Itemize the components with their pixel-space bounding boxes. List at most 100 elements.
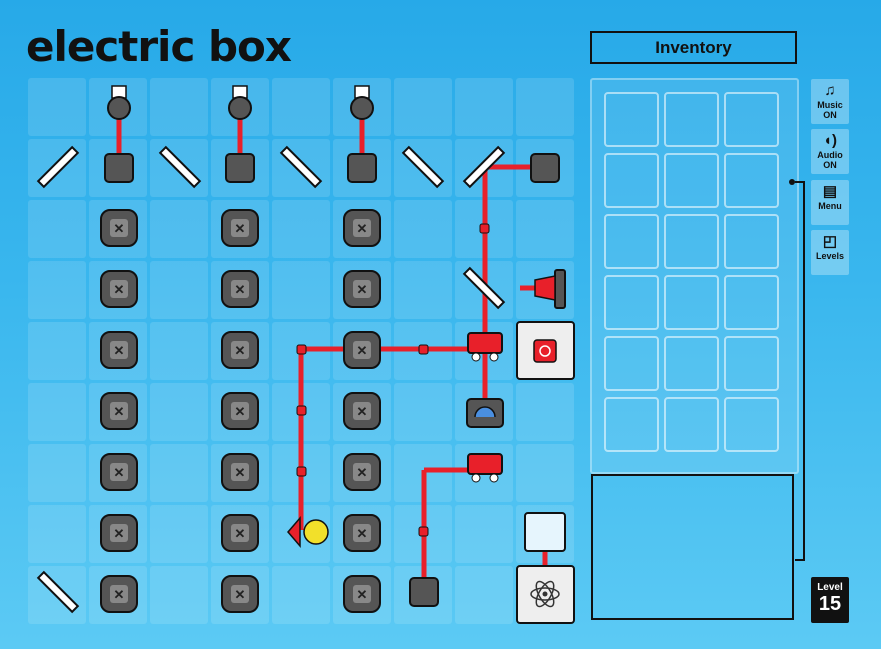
board-cell[interactable] [150, 200, 208, 258]
x-mark-icon: ✕ [114, 221, 125, 236]
board-cell[interactable] [272, 566, 330, 624]
blocker-tile: ✕ [343, 331, 381, 369]
board-cell[interactable] [28, 322, 86, 380]
receiver-blocks [104, 153, 560, 607]
board-cell[interactable] [455, 78, 513, 136]
board-cell[interactable] [394, 78, 452, 136]
blocker-tile: ✕ [221, 331, 259, 369]
inventory-slot[interactable] [664, 336, 719, 391]
receiver-block [347, 153, 377, 183]
board-cell[interactable] [28, 383, 86, 441]
blocker-tile: ✕ [343, 270, 381, 308]
board-cell[interactable] [150, 322, 208, 380]
inventory-slot[interactable] [724, 92, 779, 147]
inventory-slot[interactable] [604, 92, 659, 147]
mirror [462, 145, 506, 189]
mover-block [467, 453, 503, 483]
board-cell[interactable] [516, 444, 574, 502]
x-mark-icon: ✕ [235, 526, 246, 541]
board-cell[interactable] [455, 505, 513, 563]
board-cell[interactable] [272, 261, 330, 319]
game-logo: electric box [26, 22, 292, 71]
blocker-tile: ✕ [100, 209, 138, 247]
x-mark-icon: ✕ [235, 465, 246, 480]
music-note-icon: ♫ [824, 82, 836, 99]
music-toggle-button[interactable]: ♫ Music ON [811, 79, 849, 124]
laser-emitter [534, 269, 566, 309]
spring-emitters [107, 85, 374, 120]
wire-joint [296, 344, 307, 355]
inventory-slot[interactable] [724, 336, 779, 391]
inventory-slot[interactable] [604, 336, 659, 391]
level-badge: Level 15 [811, 577, 849, 623]
mirror [36, 145, 80, 189]
receiver-block [409, 577, 439, 607]
x-mark-icon: ✕ [114, 404, 125, 419]
board-cell[interactable] [150, 444, 208, 502]
levels-button[interactable]: ◰ Levels [811, 230, 849, 275]
board-cell[interactable] [150, 383, 208, 441]
meter-gauge [466, 398, 504, 428]
blocker-tile: ✕ [343, 575, 381, 613]
mirror [462, 266, 506, 310]
board-cell[interactable] [455, 566, 513, 624]
board-cell[interactable] [394, 261, 452, 319]
board-cell[interactable] [516, 200, 574, 258]
inventory-slot[interactable] [664, 214, 719, 269]
inventory-slot[interactable] [604, 153, 659, 208]
board-cell[interactable] [28, 444, 86, 502]
inventory-slot[interactable] [724, 153, 779, 208]
x-mark-icon: ✕ [357, 221, 368, 236]
blocker-tile: ✕ [100, 453, 138, 491]
x-mark-icon: ✕ [114, 343, 125, 358]
inventory-slot[interactable] [604, 214, 659, 269]
board-cell[interactable] [28, 261, 86, 319]
inventory-slot[interactable] [664, 153, 719, 208]
blocker-tile: ✕ [343, 392, 381, 430]
board-cell[interactable] [394, 383, 452, 441]
inventory-slot[interactable] [724, 214, 779, 269]
x-mark-icon: ✕ [114, 465, 125, 480]
inventory-panel [590, 78, 799, 474]
board-cell[interactable] [394, 200, 452, 258]
board-cell[interactable] [272, 200, 330, 258]
blocker-tile: ✕ [100, 392, 138, 430]
menu-label: Menu [818, 201, 842, 211]
board-cell[interactable] [28, 200, 86, 258]
audio-toggle-button[interactable]: ◖) Audio ON [811, 129, 849, 174]
x-mark-icon: ✕ [235, 343, 246, 358]
board-cell[interactable] [28, 505, 86, 563]
atom-tile [516, 565, 575, 624]
mover-block [467, 332, 503, 362]
panel-connector-line [795, 181, 805, 561]
receiver-block [225, 153, 255, 183]
receiver-block [104, 153, 134, 183]
menu-button[interactable]: ▤ Menu [811, 180, 849, 225]
levels-icon: ◰ [822, 233, 838, 250]
x-mark-icon: ✕ [357, 587, 368, 602]
mirror [401, 145, 445, 189]
board-cell[interactable] [150, 505, 208, 563]
board-cell[interactable] [516, 383, 574, 441]
inventory-slot[interactable] [604, 397, 659, 452]
level-label: Level [817, 582, 843, 593]
board-cell[interactable] [516, 78, 574, 136]
audio-label: Audio [817, 150, 843, 160]
board-cell[interactable] [272, 78, 330, 136]
board-cell[interactable] [150, 261, 208, 319]
blocker-tile: ✕ [221, 270, 259, 308]
inventory-slot[interactable] [664, 275, 719, 330]
board-cell[interactable] [150, 566, 208, 624]
inventory-slot[interactable] [724, 275, 779, 330]
board-cell[interactable] [150, 78, 208, 136]
power-switch-tile [516, 321, 575, 380]
level-number: 15 [818, 593, 842, 615]
x-mark-icon: ✕ [114, 526, 125, 541]
inventory-slot[interactable] [604, 275, 659, 330]
board-cell[interactable] [28, 78, 86, 136]
inventory-slot[interactable] [664, 92, 719, 147]
blocker-tile: ✕ [221, 209, 259, 247]
mirror [158, 145, 202, 189]
inventory-slot[interactable] [724, 397, 779, 452]
inventory-slot[interactable] [664, 397, 719, 452]
